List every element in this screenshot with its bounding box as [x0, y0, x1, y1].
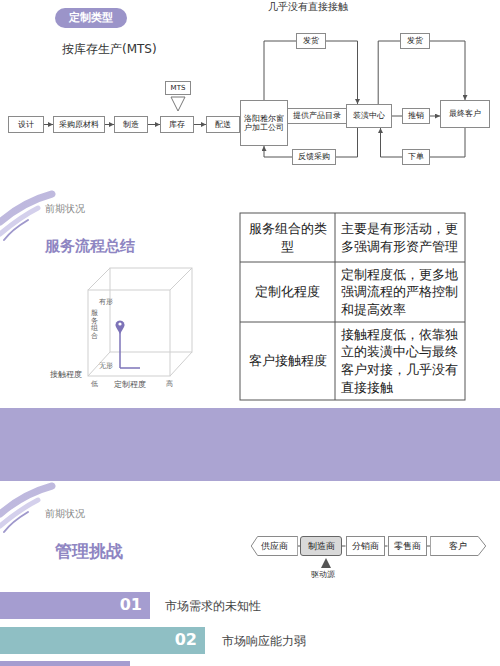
flow-label-box: 发货 [296, 33, 326, 48]
process-box: 设计 [8, 116, 44, 133]
subtitle: 按库存生产(MTS) [62, 42, 157, 56]
mts-box: MTS [165, 81, 192, 95]
flow-label-box: 反馈采购 [292, 149, 336, 164]
node-text: 客户 [449, 541, 467, 551]
table-cell: 客户接触程度 [240, 322, 335, 400]
axis-end-label: 低 [91, 380, 98, 388]
mts-triangle [171, 97, 185, 111]
connector [194, 124, 206, 125]
node-text: 发货 [303, 36, 319, 45]
connector [336, 128, 358, 157]
node-text: 零售商 [394, 541, 421, 551]
connector [148, 124, 160, 125]
connector [381, 128, 403, 157]
node-text: 采购原材料 [59, 120, 99, 129]
connector [392, 116, 402, 117]
challenge-bar: 01市场需求的未知性 [0, 592, 150, 619]
axis-end-label: 无形 [99, 362, 113, 370]
brush-stroke [0, 486, 52, 532]
connector [105, 124, 114, 125]
node-text: 库存 [169, 120, 185, 129]
center-box: 装潢中心 [346, 104, 392, 128]
cube [88, 268, 192, 376]
chain-box: 制造商 [300, 536, 342, 556]
node-text: 定制类型 [69, 12, 113, 25]
section-title: 服务流程总结 [45, 237, 135, 255]
axis-end-label: 高 [166, 380, 173, 388]
table-cell: 定制程度低，更多地强调流程的严格控制和提高效率 [335, 262, 465, 322]
bar-stub [0, 661, 130, 666]
brush-stroke [0, 194, 52, 240]
node-text: 发货 [407, 36, 423, 45]
connector [44, 124, 53, 125]
flow-label-box: 下单 [402, 149, 430, 164]
challenge-bar: 02市场响应能力弱 [0, 627, 205, 654]
position-marker [116, 320, 141, 368]
node-text: 设计 [18, 120, 34, 129]
customer-box: 最终客户 [440, 100, 490, 128]
node-text: 供应商 [261, 541, 288, 551]
connector [430, 41, 465, 100]
axis-end-label: 有形 [99, 298, 113, 306]
table-grid [240, 213, 465, 400]
table-cell: 主要是有形活动，更多强调有形资产管理 [335, 213, 465, 262]
process-box: 库存 [160, 116, 194, 133]
node-text: 反馈采购 [298, 152, 330, 161]
challenge-text: 市场需求的未知性 [165, 597, 261, 614]
connector [430, 128, 465, 157]
connector [378, 41, 400, 104]
node-text: 分销商 [352, 541, 379, 551]
chain-box: 零售商 [388, 536, 427, 556]
node-text: 最终客户 [449, 109, 481, 118]
company-box: 洛阳雅尔窗户加工公司 [240, 100, 288, 146]
callout-number: 02 [175, 631, 197, 649]
node-text: MTS [171, 84, 186, 92]
chain-box: 分销商 [346, 536, 385, 556]
table-cell: 服务组合的类型 [240, 213, 335, 262]
section-band [0, 408, 500, 481]
axis-label: 定制程度 [114, 380, 146, 390]
connector [264, 146, 292, 157]
connector [430, 116, 440, 117]
process-box: 配送 [206, 116, 240, 133]
node-text: 推销 [408, 111, 424, 120]
node-text: 提供产品目录 [293, 111, 341, 120]
diagram-heading: 几乎没有直接接触 [268, 1, 348, 13]
type-tag: 定制类型 [55, 8, 127, 28]
section-tag: 前期状况 [45, 203, 85, 215]
table-cell: 定制化程度 [240, 262, 335, 322]
node-text: 洛阳雅尔窗户加工公司 [241, 114, 287, 132]
section-tag: 前期状况 [45, 508, 85, 520]
connector [427, 546, 431, 547]
node-text: 装潢中心 [353, 111, 385, 120]
connector [326, 41, 358, 104]
process-box: 制造 [114, 116, 148, 133]
section-title: 管理挑战 [55, 541, 123, 561]
chain-arrow-box: 客户 [430, 536, 486, 556]
callout-number: 01 [120, 596, 142, 614]
driver-label: 驱动源 [311, 570, 335, 580]
node-text: 下单 [408, 152, 424, 161]
table-cell: 接触程度低，依靠独立的装潢中心与最终客户对接，几乎没有直接接触 [335, 322, 465, 400]
axis-label: 服务组合 [91, 310, 98, 341]
flow-label-box: 发货 [400, 33, 430, 48]
process-box: 采购原材料 [53, 116, 105, 133]
driver-triangle [321, 558, 331, 568]
axis-label: 接触程度 [50, 370, 82, 380]
node-text: 制造 [123, 120, 139, 129]
flow-label-box: 推销 [402, 108, 430, 124]
challenge-text: 市场响应能力弱 [222, 632, 306, 649]
flow-label-box: 提供产品目录 [287, 108, 347, 124]
connector [264, 41, 296, 100]
chain-arrow-box: 供应商 [251, 536, 298, 556]
node-text: 制造商 [308, 541, 335, 551]
node-text: 配送 [215, 120, 231, 129]
